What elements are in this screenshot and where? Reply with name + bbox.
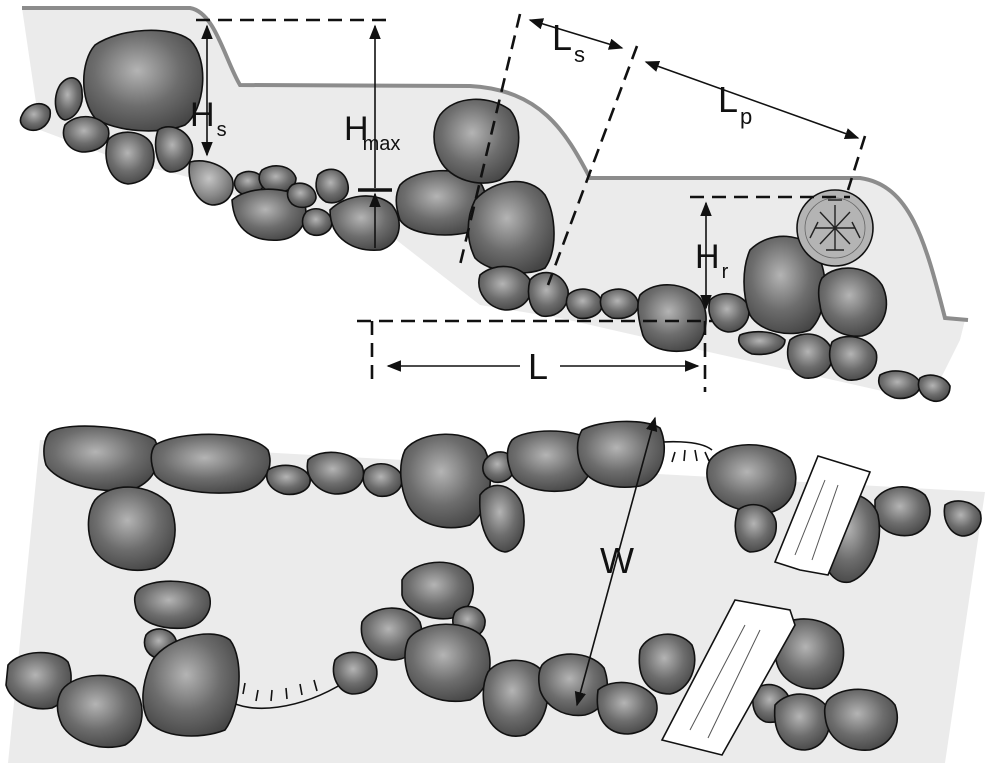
boulder bbox=[479, 484, 525, 553]
boulder bbox=[878, 370, 921, 400]
boulder bbox=[467, 180, 555, 274]
label-hmax: Hmax bbox=[344, 110, 400, 155]
boulder bbox=[329, 195, 400, 251]
boulder bbox=[332, 651, 378, 695]
boulder bbox=[637, 284, 707, 352]
boulder bbox=[565, 288, 603, 320]
boulder bbox=[828, 335, 878, 381]
boulder bbox=[266, 464, 311, 496]
profile-water-surface bbox=[22, 6, 969, 322]
boulder bbox=[596, 681, 658, 735]
log-cross-section bbox=[796, 189, 874, 267]
boulder bbox=[19, 102, 52, 132]
log-lower-piece bbox=[660, 599, 796, 756]
boulder bbox=[133, 580, 211, 630]
boulder bbox=[638, 633, 696, 695]
boulder bbox=[708, 292, 750, 333]
width-arrow bbox=[574, 416, 658, 707]
label-ls: Ls bbox=[552, 17, 585, 67]
boulder bbox=[150, 433, 271, 494]
profile-boulders bbox=[19, 29, 951, 402]
boulder bbox=[362, 463, 403, 498]
boulder bbox=[943, 500, 982, 537]
label-lp: Lp bbox=[718, 79, 752, 129]
boulder bbox=[527, 271, 569, 317]
boulder bbox=[817, 267, 888, 337]
boulder bbox=[306, 451, 365, 495]
boulder bbox=[773, 693, 831, 751]
boulder bbox=[734, 503, 777, 553]
boulder bbox=[823, 688, 899, 751]
boulder bbox=[433, 98, 520, 184]
boulder bbox=[737, 330, 786, 356]
boulder bbox=[506, 430, 594, 493]
boulder bbox=[874, 486, 931, 537]
boulder bbox=[82, 29, 204, 132]
boulder bbox=[286, 182, 317, 209]
label-w: W bbox=[600, 540, 634, 581]
boulder bbox=[786, 333, 834, 379]
label-l: L bbox=[528, 346, 548, 387]
dimension-lines bbox=[196, 13, 867, 392]
boulder bbox=[401, 561, 474, 620]
boulder bbox=[404, 623, 491, 702]
boulder bbox=[478, 265, 532, 311]
boulder bbox=[62, 115, 110, 153]
boulder bbox=[142, 633, 240, 737]
boulder bbox=[54, 77, 84, 121]
boulder bbox=[154, 126, 194, 173]
boulder bbox=[87, 486, 176, 572]
boulder bbox=[188, 160, 234, 206]
boulder bbox=[917, 374, 951, 402]
boulder bbox=[482, 659, 549, 737]
boulder bbox=[399, 433, 492, 529]
boulder bbox=[315, 168, 349, 204]
plan-log bbox=[660, 455, 872, 756]
boulder bbox=[56, 674, 143, 749]
boulder bbox=[105, 131, 155, 185]
plan-view: W bbox=[5, 416, 985, 763]
boulder bbox=[599, 288, 639, 320]
boulder bbox=[301, 208, 333, 237]
